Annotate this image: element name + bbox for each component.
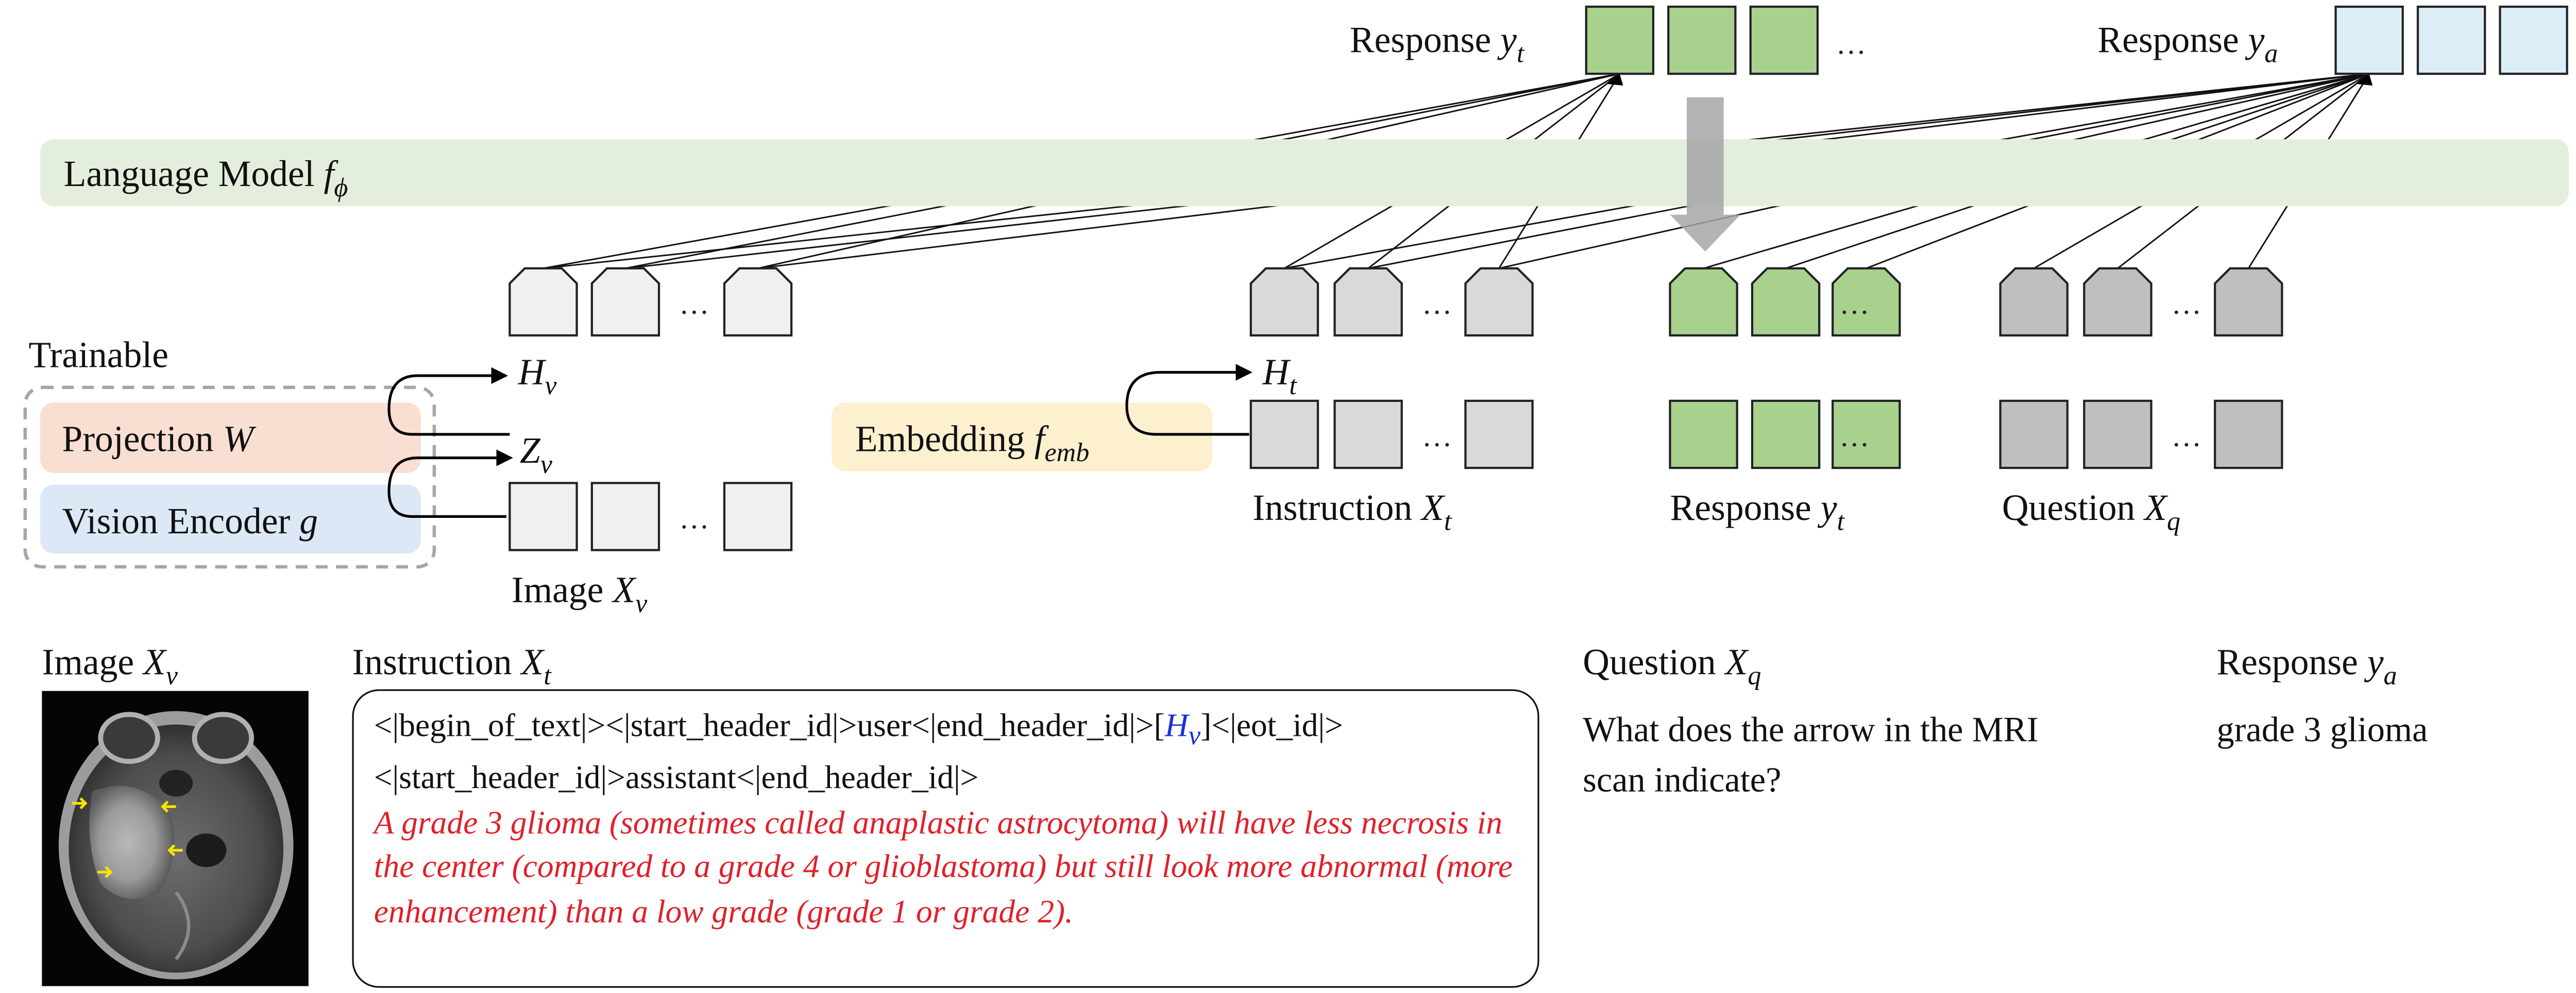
response-t-output-token bbox=[1749, 5, 1819, 75]
zv-symbol: Zv bbox=[520, 430, 553, 479]
vision-encoder-block bbox=[40, 484, 421, 553]
response_in-embedded-token bbox=[1669, 267, 1738, 337]
response-t-output-label: Response yt bbox=[1350, 20, 1525, 69]
question-text: What does the arrow in the MRI scan indi… bbox=[1583, 709, 2039, 800]
response-t-arrowhead bbox=[1606, 74, 1623, 86]
language-model-label: Language Model fϕ bbox=[64, 154, 348, 203]
response-a-output-token bbox=[2416, 5, 2486, 75]
response_in-input-ellipsis: … bbox=[1839, 419, 1870, 453]
response_in-embedded-ellipsis: … bbox=[1839, 287, 1870, 321]
ht-symbol: Ht bbox=[1262, 351, 1298, 400]
instruction-tokens-label: Instruction Xt bbox=[1252, 487, 1452, 536]
instruction-template-box: <|begin_of_text|><|start_header_id|>user… bbox=[352, 689, 1539, 988]
response-a-output-label: Response ya bbox=[2097, 20, 2278, 69]
instruction-line-1: <|begin_of_text|><|start_header_id|>user… bbox=[374, 709, 1344, 751]
response_in-embedded-token bbox=[1832, 267, 1901, 337]
encoder-to-zv-arrow bbox=[387, 449, 513, 518]
bottom-response-label: Response ya bbox=[2216, 642, 2397, 691]
question-tokens-label: Question Xq bbox=[2002, 487, 2180, 536]
question-input-token bbox=[1999, 399, 2069, 469]
language-model-bar bbox=[40, 139, 2569, 207]
response-a-output-token bbox=[2334, 5, 2404, 75]
image-embedded-token bbox=[590, 267, 660, 337]
projection-label: Projection W bbox=[62, 418, 257, 459]
instruction-input-token bbox=[1464, 399, 1534, 469]
response_in-embedded-token bbox=[1751, 267, 1821, 337]
image-input-token bbox=[509, 482, 578, 551]
response-a-output-tokens bbox=[2334, 5, 2568, 75]
image-embedded-token bbox=[509, 267, 578, 337]
question-embedded-token bbox=[1999, 267, 2069, 337]
image-input-token bbox=[590, 482, 660, 551]
trainable-label: Trainable bbox=[28, 335, 168, 376]
bottom-image-label: Image Xv bbox=[42, 642, 178, 691]
mri-scan-image bbox=[42, 691, 309, 986]
instruction-input-token bbox=[1249, 399, 1319, 469]
embedding-block bbox=[832, 402, 1213, 472]
embedding-label: Embedding femb bbox=[855, 418, 1090, 467]
shift-arrow bbox=[1670, 97, 1741, 252]
image-embedded-token bbox=[723, 267, 793, 337]
bottom-instruction-label: Instruction Xt bbox=[352, 642, 552, 691]
question-input-token bbox=[2083, 399, 2153, 469]
instruction-input-token bbox=[1333, 399, 1403, 469]
image-input-ellipsis: … bbox=[679, 501, 709, 535]
response-tokens-label: Response yt bbox=[1670, 487, 1845, 536]
response-a-arrowhead bbox=[2355, 74, 2373, 86]
instruction-embedded-ellipsis: … bbox=[1422, 287, 1452, 321]
instruction-line-2: <|start_header_id|>assistant<|end_header… bbox=[374, 762, 979, 798]
instruction-input-ellipsis: … bbox=[1422, 419, 1452, 453]
vision-encoder-label: Vision Encoder g bbox=[62, 501, 318, 542]
instruction-answer-text: A grade 3 glioma (sometimes called anapl… bbox=[374, 806, 1513, 931]
question-input-ellipsis: … bbox=[2172, 419, 2202, 453]
response-t-output-tokens bbox=[1585, 5, 1819, 75]
response-t-output-ellipsis: … bbox=[1836, 27, 1867, 60]
instruction-embedded-token bbox=[1333, 267, 1403, 337]
response_in-input-token bbox=[1669, 399, 1738, 469]
question-embedded-token bbox=[2083, 267, 2153, 337]
bottom-question-label: Question Xq bbox=[1583, 642, 1761, 691]
response-text: grade 3 glioma bbox=[2216, 709, 2428, 750]
embedding-to-ht-arrow bbox=[1125, 364, 1253, 436]
hv-placeholder: Hv bbox=[1164, 709, 1201, 751]
instruction-embedded-token bbox=[1464, 267, 1534, 337]
instruction-embedded-token bbox=[1249, 267, 1319, 337]
question-embedded-ellipsis: … bbox=[2172, 287, 2202, 321]
zv-to-hv-arrow bbox=[387, 367, 510, 436]
projection-block bbox=[40, 402, 421, 473]
token-rows: … … … … … … … … bbox=[509, 267, 2283, 551]
response_in-input-token bbox=[1832, 399, 1901, 469]
trainable-box bbox=[23, 385, 436, 569]
image-tokens-label: Image Xv bbox=[512, 569, 648, 618]
image-embedded-ellipsis: … bbox=[679, 287, 709, 321]
response-a-output-token bbox=[2499, 5, 2568, 75]
question-embedded-token bbox=[2214, 267, 2283, 337]
response_in-input-token bbox=[1751, 399, 1821, 469]
hv-symbol: Hv bbox=[518, 351, 557, 400]
response-t-output-token bbox=[1585, 5, 1655, 75]
question-input-token bbox=[2214, 399, 2283, 469]
response-t-output-token bbox=[1667, 5, 1737, 75]
image-input-token bbox=[723, 482, 793, 551]
